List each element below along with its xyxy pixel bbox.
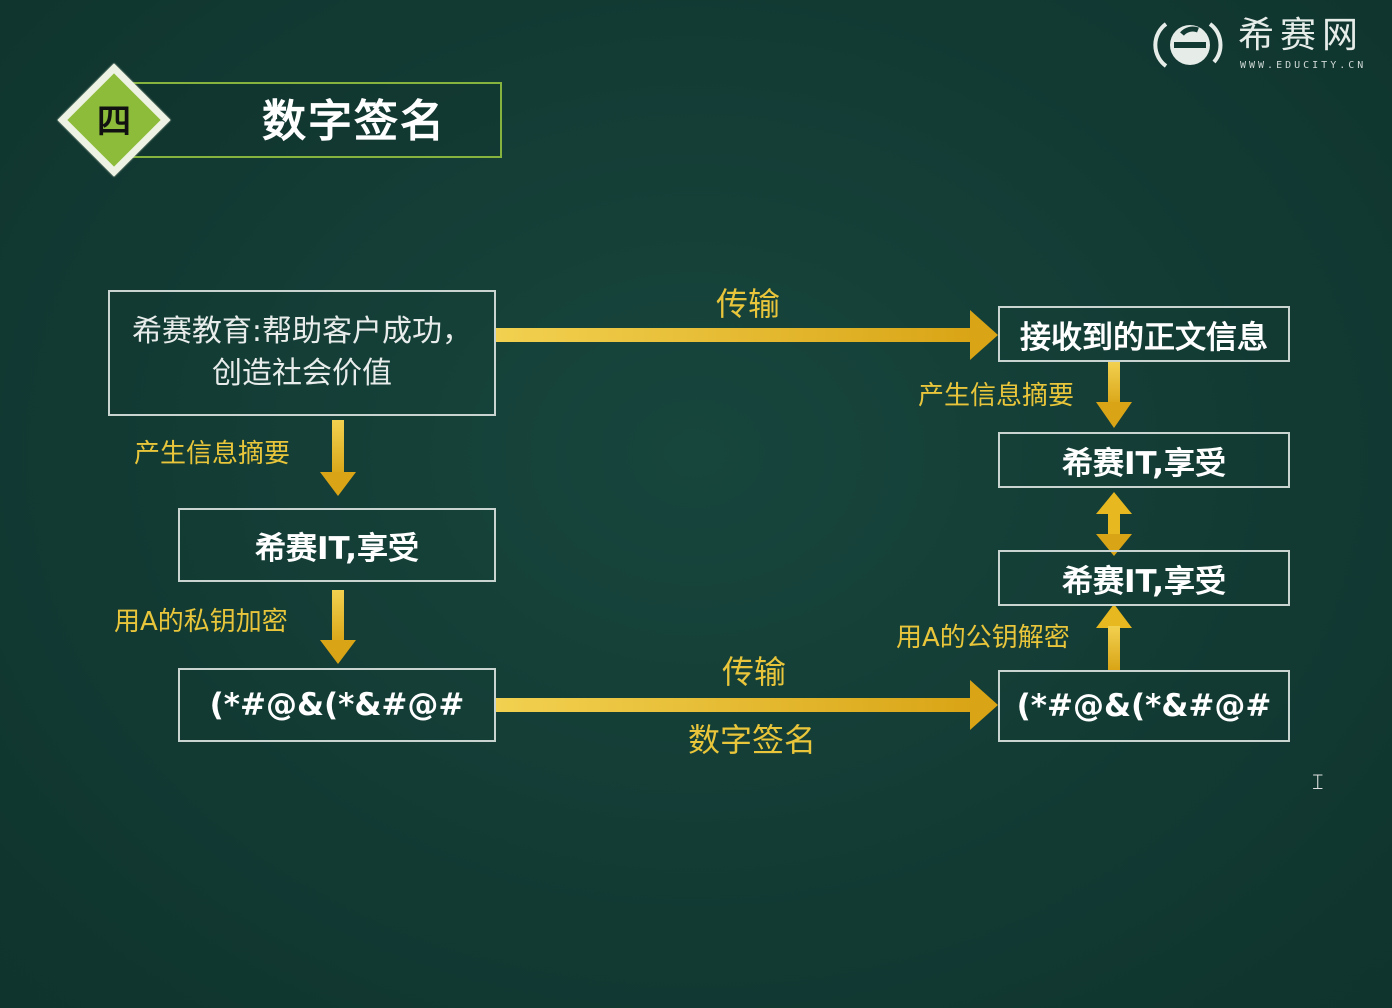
original-message-box: 希赛教育:帮助客户成功，创造社会价值 [108, 290, 496, 416]
bottom-transfer-label: 传输 [722, 653, 787, 691]
section-number-badge: 四 [97, 102, 131, 142]
educity-logo-icon [1153, 22, 1223, 68]
right-decrypt-arrow [1096, 604, 1132, 670]
receiver-cipher-box: (*#@&(*&#@# [998, 670, 1290, 742]
receiver-decrypt-label: 用A的公钥解密 [896, 623, 1070, 653]
received-message-box: 接收到的正文信息 [998, 306, 1290, 362]
original-message-text: 希赛教育:帮助客户成功，创造社会价值 [131, 314, 473, 391]
sender-encrypt-label: 用A的私钥加密 [114, 607, 288, 637]
compare-double-arrow [1096, 492, 1132, 556]
right-digest-arrow [1096, 362, 1132, 428]
left-digest-arrow [320, 420, 356, 496]
sender-cipher-text: (*#@&(*&#@# [209, 687, 465, 723]
decrypted-digest-box: 希赛IT,享受 [998, 550, 1290, 606]
slide-title: 数字签名 [262, 96, 446, 147]
receiver-digest-box: 希赛IT,享受 [998, 432, 1290, 488]
received-message-text: 接收到的正文信息 [1020, 319, 1268, 356]
sender-digest-text: 希赛IT,享受 [254, 530, 420, 567]
sender-digest-box: 希赛IT,享受 [178, 508, 496, 582]
top-transfer-arrow [496, 310, 998, 360]
bottom-transfer-arrow [496, 680, 998, 730]
sender-digest-label: 产生信息摘要 [134, 439, 291, 469]
left-encrypt-arrow [320, 590, 356, 664]
receiver-cipher-text: (*#@&(*&#@# [1016, 688, 1272, 724]
digital-signature-label: 数字签名 [688, 721, 817, 759]
top-transfer-label: 传输 [716, 285, 781, 323]
text-cursor-icon: 𝙸 [1310, 770, 1326, 795]
decrypted-digest-text: 希赛IT,享受 [1061, 563, 1227, 600]
logo-name: 希赛网 [1238, 15, 1365, 56]
sender-cipher-box: (*#@&(*&#@# [178, 668, 496, 742]
receiver-digest-label: 产生信息摘要 [918, 381, 1075, 411]
logo-url: WWW.EDUCITY.CN [1240, 60, 1367, 71]
receiver-digest-text: 希赛IT,享受 [1061, 445, 1227, 482]
